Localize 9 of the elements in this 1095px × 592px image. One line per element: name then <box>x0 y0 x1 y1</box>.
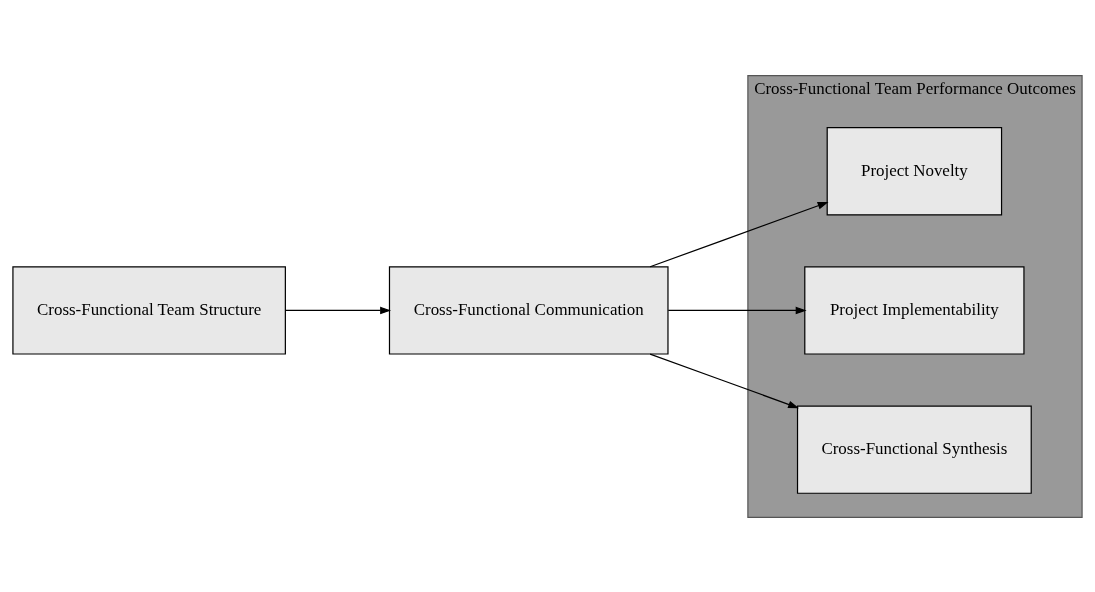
node-box: Cross-Functional Synthesis <box>796 404 1032 494</box>
node-box: Project Implementability <box>804 265 1025 355</box>
arrow <box>667 306 807 314</box>
node-box: Cross-Functional Team Structure <box>12 265 286 355</box>
arrow <box>284 306 392 314</box>
arrow <box>649 353 800 408</box>
arrow <box>649 201 829 267</box>
node-box: Cross-Functional Communication <box>388 265 669 355</box>
node-box: Project Novelty <box>826 126 1003 215</box>
